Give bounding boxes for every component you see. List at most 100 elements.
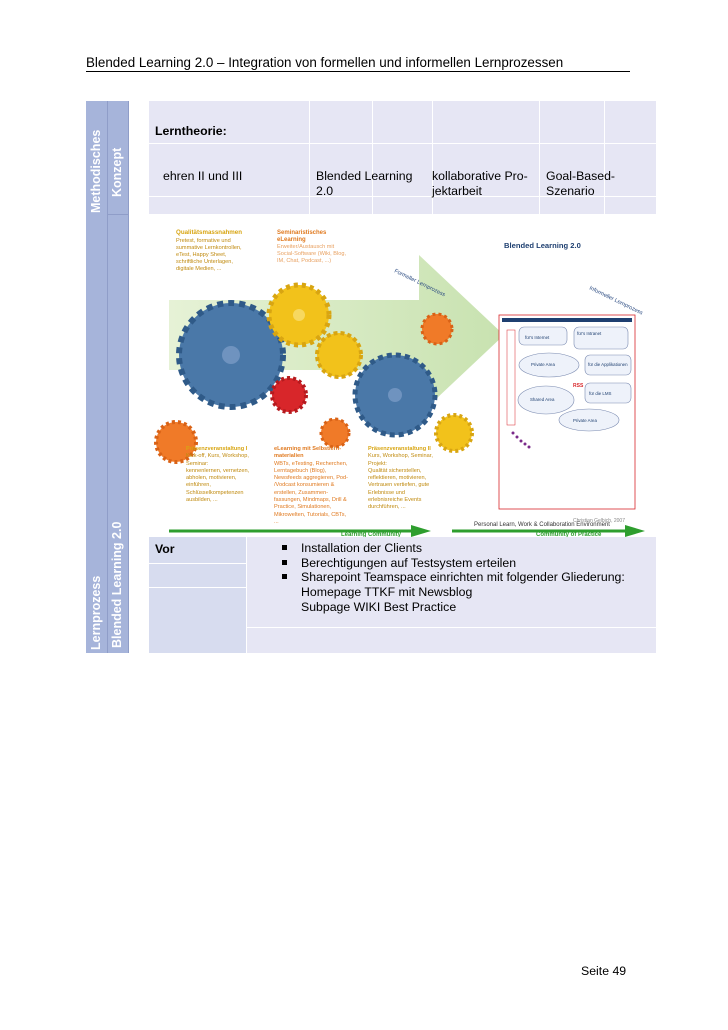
p1-title: Präsenzveranstaltung I	[186, 446, 248, 452]
content-table: Methodisches Konzept Lernprozess Blended…	[86, 101, 656, 653]
q-line-1: Pretest, formative und	[176, 238, 231, 244]
q-line-4: schriftliche Unterlagen,	[176, 259, 233, 265]
gear-orange-mid	[319, 417, 351, 449]
gear-yellow-2	[315, 331, 363, 379]
list-item: Berechtigungen auf Testsystem erteilen	[280, 556, 625, 571]
p1-line-6: Schlüsselkompetenzen	[186, 489, 244, 496]
s-title-2: eLearning	[277, 237, 306, 243]
cell-col4-line2: Szenario	[546, 184, 595, 198]
e-title-2: materialien	[274, 453, 304, 460]
gear-orange-left	[154, 420, 198, 464]
gear-yellow-right	[434, 413, 474, 453]
e-line-5: erstellen, Zusammen-	[274, 489, 329, 496]
label-methodisches: Methodisches	[89, 129, 103, 213]
todo-list: Installation der Clients Berechtigungen …	[280, 541, 625, 615]
s-line-3: IM, Chat, Podcast, ...)	[277, 258, 331, 264]
list-item: Sharepoint Teamspace einrichten mit folg…	[280, 570, 625, 585]
p2-line-1: Kurs, Workshop, Seminar,	[368, 453, 433, 460]
list-subitem: Subpage WIKI Best Practice	[280, 600, 625, 615]
inset-label-5: Shared Area	[530, 397, 555, 402]
p2-line-5: Vertrauen vertiefen, gute	[368, 482, 430, 489]
p1-line-5: einführen,	[186, 482, 211, 489]
e-line-1: WBTs, eTesting, Recherchen,	[274, 460, 348, 467]
page-header-title: Blended Learning 2.0 – Integration von f…	[86, 55, 564, 70]
list-subitem-text: Homepage TTKF mit Newsblog	[301, 585, 473, 600]
e-line-6: fassungen, Mindmaps, Drill &	[274, 497, 347, 504]
e-line-8: Mikrowelten, Tutorials, CBTs,	[274, 511, 347, 518]
figure-svg: Qualitätsmassnahmen Pretest, formative u…	[154, 229, 645, 537]
label-blended-learning: Blended Learning 2.0	[110, 521, 124, 648]
p1-block: Präsenzveranstaltung I Kick-off, Kurs, W…	[186, 446, 249, 504]
cell-col1: ehren II und III	[163, 169, 243, 183]
list-item-text: Sharepoint Teamspace einrichten mit folg…	[301, 570, 625, 585]
inset-label-8: Private Area	[573, 418, 597, 423]
p2-block: Präsenzveranstaltung II Kurs, Workshop, …	[368, 446, 433, 512]
bottom-cells: Vor Installation der Clients Berechtigun…	[149, 537, 656, 653]
e-line-2: Lerntagebuch (Blog),	[274, 467, 327, 474]
p1-line-4: abholen, motivieren,	[186, 475, 237, 482]
cell-col3-line1: kollaborative Pro-	[432, 169, 528, 183]
inset-label-6: für die Applikationen	[588, 362, 628, 367]
list-item-text: Berechtigungen auf Testsystem erteilen	[301, 555, 517, 570]
s-line-1: Erweiter/Austausch mit	[277, 244, 335, 250]
lerntheorie-label: Lerntheorie:	[155, 124, 227, 138]
p2-line-8: durchführen, ...	[368, 504, 406, 511]
q-line-5: digitale Medien, ...	[176, 266, 222, 272]
environment-inset: für's Internet für's Intranet Private Ar…	[498, 314, 636, 510]
e-title-1: eLearning mit Selbstlern-	[274, 446, 342, 452]
p1-line-2: Seminar:	[186, 460, 209, 467]
community-practice-label: Community of Practice	[536, 532, 602, 538]
figure-title: Blended Learning 2.0	[504, 241, 581, 250]
top-cells: Lerntheorie: ehren II und III Blended Le…	[149, 101, 656, 214]
list-subitem-text: Subpage WIKI Best Practice	[301, 599, 457, 614]
figure-credit: Christian Gelbich, 2007	[573, 518, 625, 524]
vor-label: Vor	[155, 542, 175, 556]
s-title-1: Seminaristisches	[277, 230, 327, 236]
community-practice-arrow	[452, 525, 645, 537]
cell-col4: Goal-Based- Szenario	[546, 169, 615, 199]
column-gap	[129, 101, 149, 653]
ple-label: Personal Learn, Work & Collaboration Env…	[474, 522, 610, 528]
inset-label-1: für's Internet	[525, 335, 550, 340]
gear-blue-large	[176, 300, 286, 410]
left-divider	[107, 101, 108, 653]
gear-blue-right	[352, 352, 438, 438]
left-divider-2	[128, 101, 129, 653]
gear-orange-right	[420, 312, 454, 346]
cell-col2-line1: Blended Learning	[316, 169, 413, 183]
cell-col2-line2: 2.0	[316, 184, 334, 198]
cell-col2: Blended Learning 2.0	[316, 169, 412, 199]
gear-yellow-1	[266, 282, 332, 348]
p2-line-3: Qualität sicherstellen,	[368, 467, 422, 474]
p2-line-7: erlebnisreiche Events	[368, 497, 422, 504]
label-konzept: Konzept	[110, 147, 124, 197]
cell-col3-line2: jektarbeit	[432, 184, 482, 198]
list-subitem: Homepage TTKF mit Newsblog	[280, 585, 625, 600]
cell-col3: kollaborative Pro- jektarbeit	[432, 169, 528, 199]
p2-line-2: Projekt:	[368, 460, 387, 467]
p2-title: Präsenzveranstaltung II	[368, 446, 431, 452]
blended-learning-figure: Qualitätsmassnahmen Pretest, formative u…	[149, 215, 656, 538]
vor-cell	[149, 537, 246, 653]
s-lines: Erweiter/Austausch mit Social-Software (…	[277, 244, 346, 264]
e-line-3: Newsfeeds aggregieren, Pod-	[274, 475, 349, 482]
inset-label-2: für's Intranet	[577, 331, 602, 336]
list-item-text: Installation der Clients	[301, 541, 422, 555]
p1-line-1: Kick-off, Kurs, Workshop,	[186, 453, 249, 460]
header-rule	[86, 71, 630, 72]
informeller-label: Informeller Lernprozess	[588, 285, 644, 316]
inset-label-3: Private Area	[531, 362, 555, 367]
left-column-inner	[108, 101, 128, 653]
p2-line-6: Erlebnisse und	[368, 489, 406, 496]
p1-line-3: kennenlernen, vernetzen,	[186, 467, 250, 474]
learning-community-arrow	[169, 525, 431, 537]
q-lines: Pretest, formative und summative Lernkon…	[176, 238, 242, 272]
q-line-2: summative Lernkontrollen,	[176, 245, 242, 251]
s-line-2: Social-Software (Wiki, Blog,	[277, 251, 346, 257]
cell-col4-line1: Goal-Based-	[546, 169, 616, 183]
page-number: Seite 49	[581, 964, 627, 978]
e-line-9: ...	[274, 518, 279, 525]
label-lernprozess: Lernprozess	[89, 575, 103, 650]
inset-rss: RSS	[573, 383, 584, 389]
e-block: eLearning mit Selbstlern- materialien WB…	[274, 446, 348, 526]
